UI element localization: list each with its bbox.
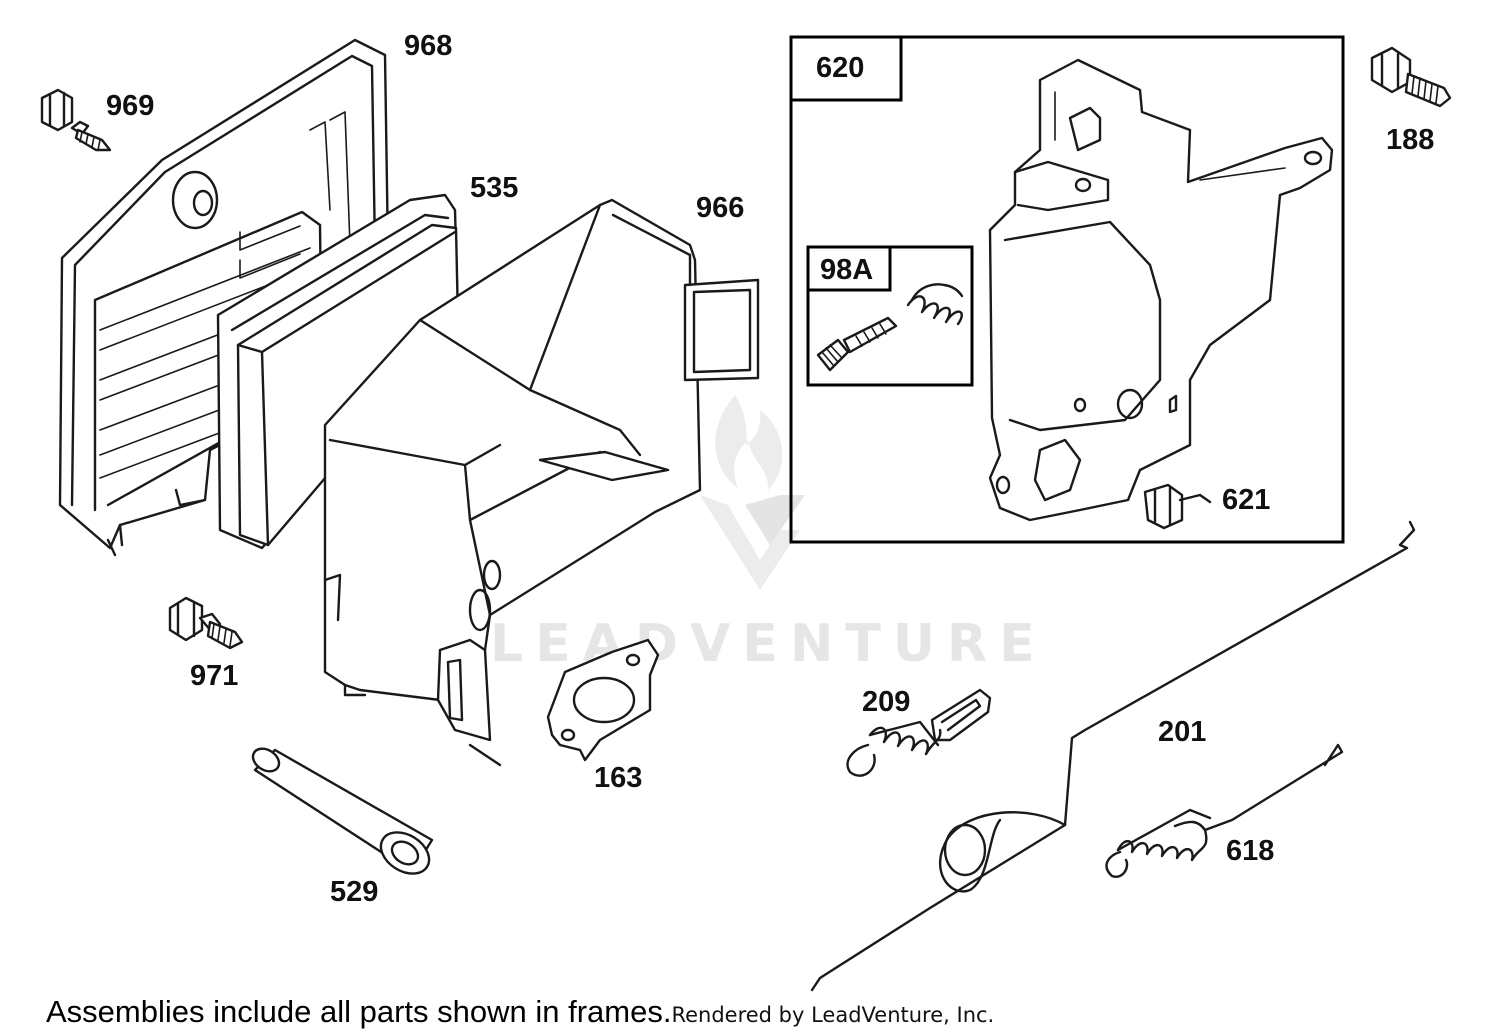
gasket-163-drawing bbox=[546, 638, 660, 762]
bolt-188-drawing bbox=[1370, 46, 1452, 108]
label-201: 201 bbox=[1158, 716, 1207, 748]
label-209: 209 bbox=[862, 686, 911, 718]
label-529: 529 bbox=[330, 876, 379, 908]
render-credit: Rendered by LeadVenture, Inc. bbox=[671, 1003, 995, 1027]
filter-element-535-drawing bbox=[216, 193, 460, 550]
screw-971-drawing bbox=[168, 596, 244, 650]
frame-98a-label-box bbox=[806, 245, 892, 292]
link-rod-201-drawing bbox=[810, 520, 1416, 992]
footer: Assemblies include all parts shown in fr… bbox=[46, 994, 994, 1030]
frame-620-label-box bbox=[789, 35, 903, 102]
control-bracket-drawing bbox=[988, 58, 1334, 522]
label-163: 163 bbox=[594, 762, 643, 794]
frame-label-620: 620 bbox=[816, 52, 865, 84]
adjust-spring-drawing bbox=[906, 283, 964, 326]
label-966: 966 bbox=[696, 192, 745, 224]
spring-618-drawing bbox=[1105, 743, 1344, 878]
spring-209-drawing bbox=[846, 688, 992, 777]
air-cleaner-cover-966-drawing bbox=[323, 198, 760, 767]
adjust-screw-drawing bbox=[816, 316, 898, 372]
assembly-note: Assemblies include all parts shown in fr… bbox=[46, 994, 672, 1029]
air-filter-base-drawing bbox=[58, 38, 390, 557]
label-535: 535 bbox=[470, 172, 519, 204]
label-188: 188 bbox=[1386, 124, 1435, 156]
label-621: 621 bbox=[1222, 484, 1271, 516]
frame-label-98a: 98A bbox=[820, 254, 874, 286]
label-969: 969 bbox=[106, 90, 155, 122]
screw-969-drawing bbox=[40, 88, 112, 152]
clip-621-drawing bbox=[1143, 483, 1212, 530]
label-968: 968 bbox=[404, 30, 453, 62]
label-618: 618 bbox=[1226, 835, 1275, 867]
watermark-text: LEADVENTURE bbox=[490, 614, 1047, 674]
label-971: 971 bbox=[190, 660, 239, 692]
tube-529-drawing bbox=[251, 747, 434, 875]
frame-620 bbox=[789, 35, 1345, 544]
